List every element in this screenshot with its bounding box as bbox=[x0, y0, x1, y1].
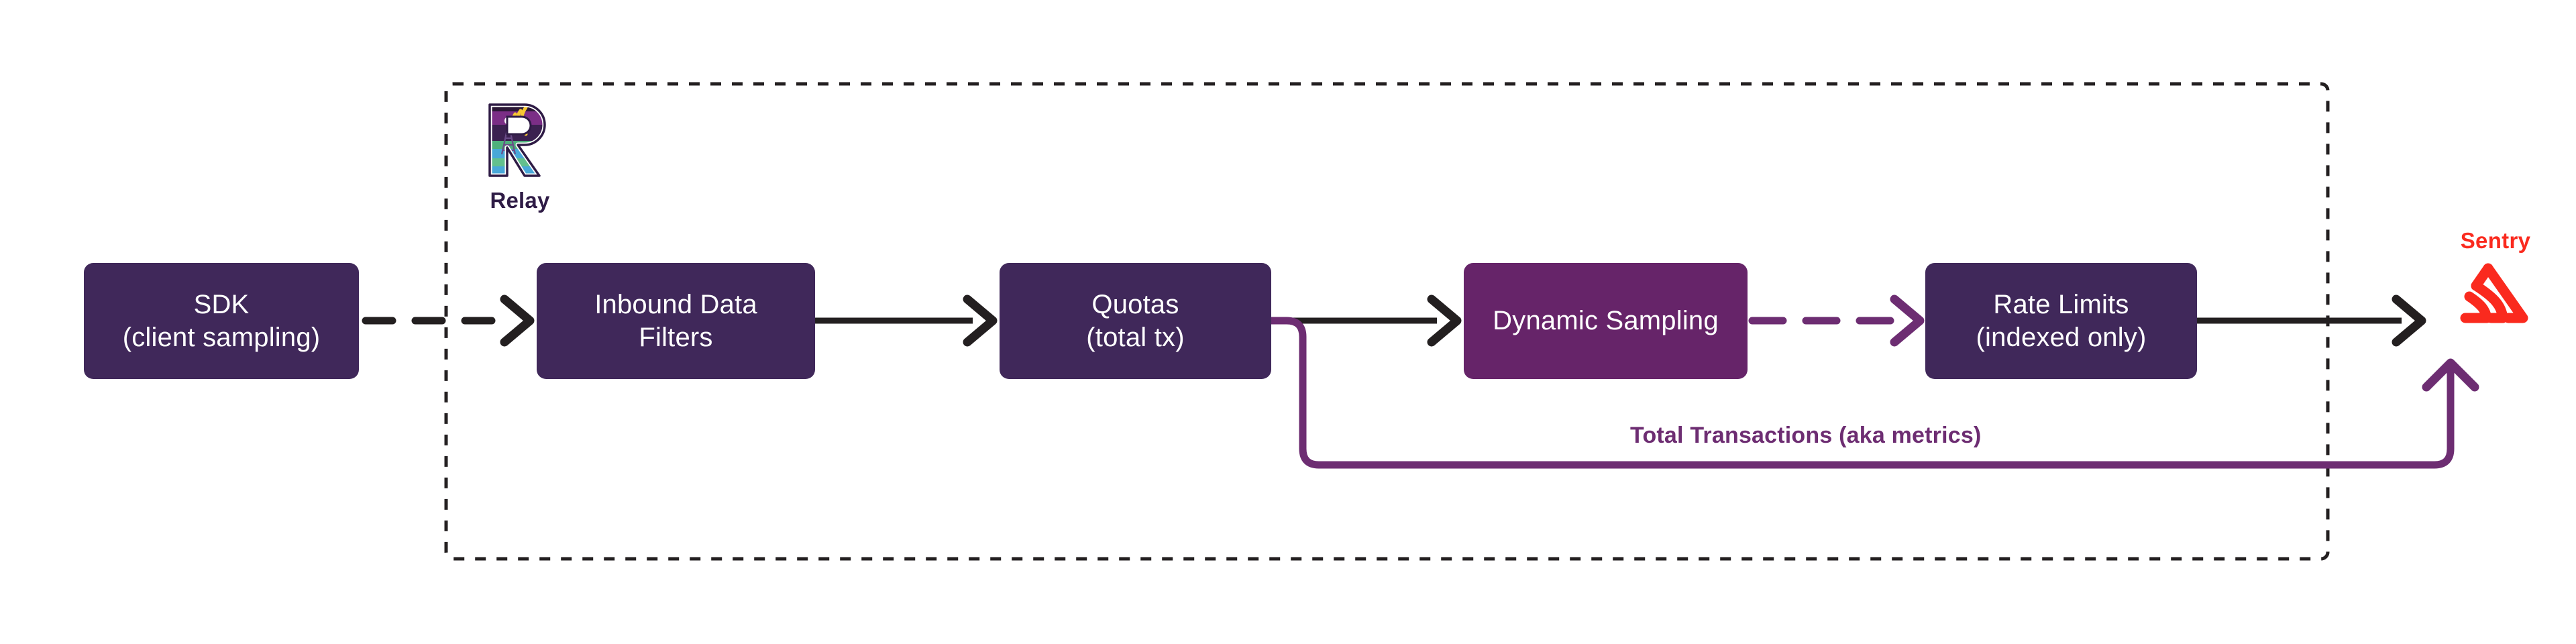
node-filters-line2: Filters bbox=[639, 322, 713, 352]
arrowhead-dynamic-to-ratelimits bbox=[1890, 294, 1925, 347]
arrowhead-filters-to-quotas bbox=[963, 294, 998, 347]
node-ratelim-line2: (indexed only) bbox=[1976, 322, 2147, 352]
arrowhead-ratelimits-to-sentry bbox=[2392, 294, 2426, 347]
relay-label-group: Relay bbox=[470, 99, 570, 213]
node-sdk-line2: (client sampling) bbox=[122, 322, 321, 352]
node-sdk[interactable]: SDK (client sampling) bbox=[84, 263, 359, 379]
sentry-logo-icon bbox=[2460, 263, 2528, 323]
node-quotas-line2: (total tx) bbox=[1086, 322, 1185, 352]
node-dynamic-line1: Dynamic Sampling bbox=[1493, 306, 1719, 336]
node-ratelim-line1: Rate Limits bbox=[1993, 289, 2129, 319]
node-quotas[interactable]: Quotas (total tx) bbox=[1000, 263, 1271, 379]
node-sdk-line1: SDK bbox=[193, 289, 250, 319]
sentry-label: Sentry bbox=[2460, 228, 2531, 253]
arrowhead-metrics-to-sentry bbox=[2422, 358, 2479, 392]
node-rate-limits[interactable]: Rate Limits (indexed only) bbox=[1925, 263, 2197, 379]
metrics-edge-label: Total Transactions (aka metrics) bbox=[1630, 423, 1982, 448]
relay-label: Relay bbox=[490, 188, 550, 213]
node-quotas-line1: Quotas bbox=[1091, 289, 1179, 319]
sentry-destination: Sentry bbox=[2422, 228, 2569, 327]
arrowhead-quotas-to-dynamic bbox=[1427, 294, 1462, 347]
node-dynamic-sampling[interactable]: Dynamic Sampling bbox=[1464, 263, 1748, 379]
node-filters-line1: Inbound Data bbox=[594, 289, 757, 319]
node-inbound-data-filters[interactable]: Inbound Data Filters bbox=[537, 263, 815, 379]
relay-logo-icon bbox=[487, 102, 547, 178]
arrowhead-sdk-to-filters bbox=[500, 294, 535, 347]
